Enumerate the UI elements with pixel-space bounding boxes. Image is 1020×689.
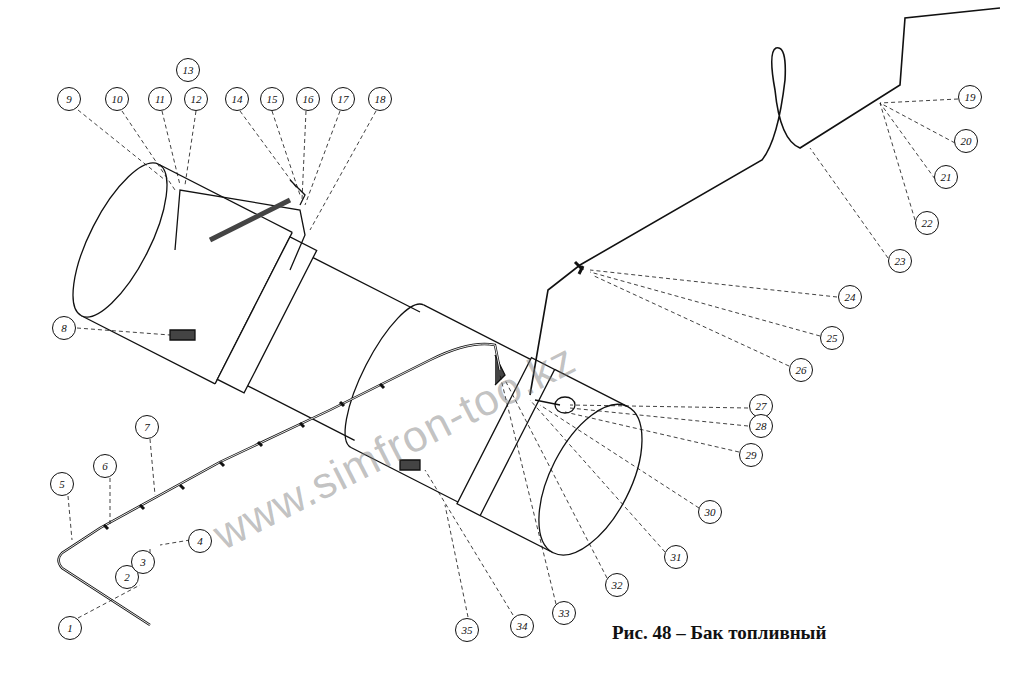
figure-caption: Рис. 48 – Бак топливный	[610, 622, 828, 644]
callout-number: 31	[664, 545, 688, 569]
callout-number: 34	[510, 614, 534, 638]
callout-number: 22	[915, 211, 939, 235]
callout-number: 1	[58, 616, 82, 640]
watermark: www.simfron-too.kz	[205, 334, 584, 560]
callout-number: 10	[105, 87, 129, 111]
callout-number: 8	[52, 316, 76, 340]
callout-number: 5	[50, 472, 74, 496]
callout-number: 6	[93, 454, 117, 478]
callout-number: 4	[188, 529, 212, 553]
callout-number: 30	[698, 500, 722, 524]
callout-number: 15	[260, 87, 284, 111]
callout-number: 23	[888, 249, 912, 273]
callout-number: 18	[368, 87, 392, 111]
callout-number: 29	[739, 443, 763, 467]
callout-number: 17	[331, 87, 355, 111]
callout-number: 28	[749, 414, 773, 438]
callout-number: 24	[838, 285, 862, 309]
callout-number: 3	[131, 550, 155, 574]
callout-number: 21	[934, 165, 958, 189]
callout-number: 11	[148, 87, 172, 111]
callout-number: 19	[958, 85, 982, 109]
callout-number: 32	[605, 573, 629, 597]
callout-number: 16	[296, 87, 320, 111]
callout-number: 13	[176, 58, 200, 82]
callout-number: 12	[184, 87, 208, 111]
callout-number: 9	[57, 87, 81, 111]
callout-number: 20	[954, 129, 978, 153]
callout-number: 7	[135, 415, 159, 439]
callout-number: 25	[820, 326, 844, 350]
callout-number: 26	[789, 358, 813, 382]
callout-number: 35	[455, 618, 479, 642]
callout-number: 14	[225, 87, 249, 111]
callout-number: 33	[552, 601, 576, 625]
